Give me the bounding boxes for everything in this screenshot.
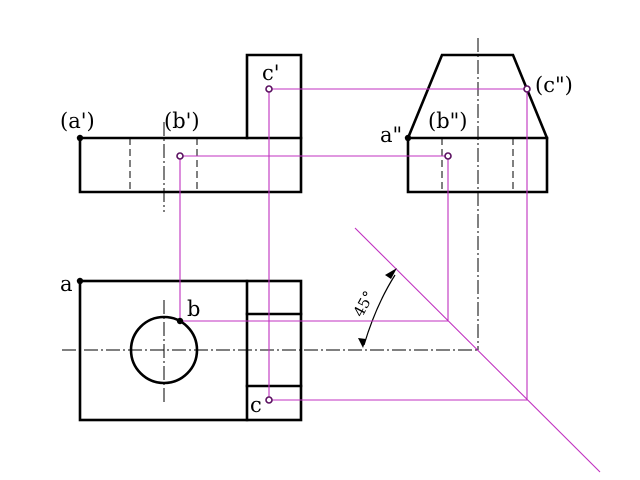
angle-arrow-top xyxy=(385,268,397,279)
label-c-front: c' xyxy=(262,61,280,85)
label-b-side: (b") xyxy=(428,109,468,133)
projection-lines xyxy=(179,88,528,401)
label-angle: 45° xyxy=(350,288,378,320)
point-a-side xyxy=(404,134,412,142)
point-b-top xyxy=(176,317,184,325)
label-a-top: a xyxy=(60,272,73,296)
point-c-front xyxy=(265,85,273,93)
label-c-side: (c") xyxy=(535,73,573,97)
point-a-top xyxy=(76,277,84,285)
label-b-front: (b') xyxy=(164,109,200,133)
angle-arc xyxy=(363,274,396,346)
front-view xyxy=(78,53,303,212)
point-b-front xyxy=(176,152,184,160)
label-c-top: c xyxy=(250,393,262,417)
angle-arrow-bottom xyxy=(358,338,366,348)
label-a-side: a" xyxy=(380,123,402,147)
side-view xyxy=(406,38,549,350)
point-c-top xyxy=(265,396,273,404)
label-b-top: b xyxy=(187,297,200,321)
label-a-front: (a') xyxy=(60,109,95,133)
projection-c-top-to-side xyxy=(269,89,528,401)
top-view xyxy=(62,279,478,422)
point-b-side xyxy=(444,152,452,160)
point-c-side xyxy=(523,85,531,93)
point-a-front xyxy=(76,134,84,142)
miter-line-45 xyxy=(354,227,601,473)
